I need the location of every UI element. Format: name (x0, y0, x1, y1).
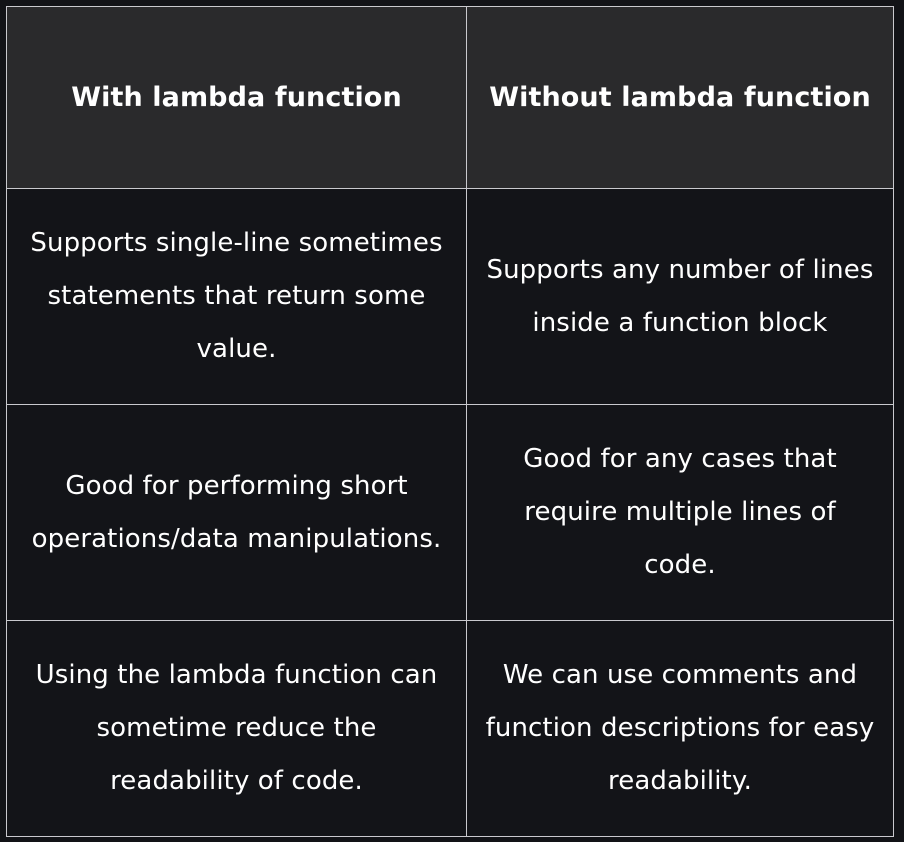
cell-text: Good for any cases that require multiple… (523, 444, 837, 580)
table-header-row: With lambda function Without lambda func… (6, 6, 894, 189)
column-header-with-lambda: With lambda function (6, 6, 467, 189)
column-header-without-lambda: Without lambda function (466, 6, 894, 189)
cell-with-lambda-3: Using the lambda function can sometime r… (6, 620, 467, 837)
cell-without-lambda-3: We can use comments and function descrip… (466, 620, 894, 837)
column-header-with-lambda-label: With lambda function (71, 81, 402, 113)
table-header: With lambda function Without lambda func… (6, 6, 894, 189)
cell-without-lambda-2: Good for any cases that require multiple… (466, 404, 894, 621)
cell-text: Supports any number of lines inside a fu… (486, 254, 874, 338)
table-row: Using the lambda function can sometime r… (6, 620, 894, 837)
lambda-comparison-table: With lambda function Without lambda func… (6, 6, 894, 837)
cell-without-lambda-1: Supports any number of lines inside a fu… (466, 188, 894, 405)
cell-text: Good for performing short operations/dat… (31, 470, 442, 554)
cell-with-lambda-1: Supports single-line sometimes statement… (6, 188, 467, 405)
table-row: Good for performing short operations/dat… (6, 404, 894, 621)
cell-text: Using the lambda function can sometime r… (35, 660, 438, 796)
table-body: Supports single-line sometimes statement… (6, 188, 894, 837)
table-row: Supports single-line sometimes statement… (6, 188, 894, 405)
cell-with-lambda-2: Good for performing short operations/dat… (6, 404, 467, 621)
cell-text: Supports single-line sometimes statement… (30, 228, 443, 364)
column-header-without-lambda-label: Without lambda function (489, 81, 871, 113)
cell-text: We can use comments and function descrip… (485, 660, 875, 796)
